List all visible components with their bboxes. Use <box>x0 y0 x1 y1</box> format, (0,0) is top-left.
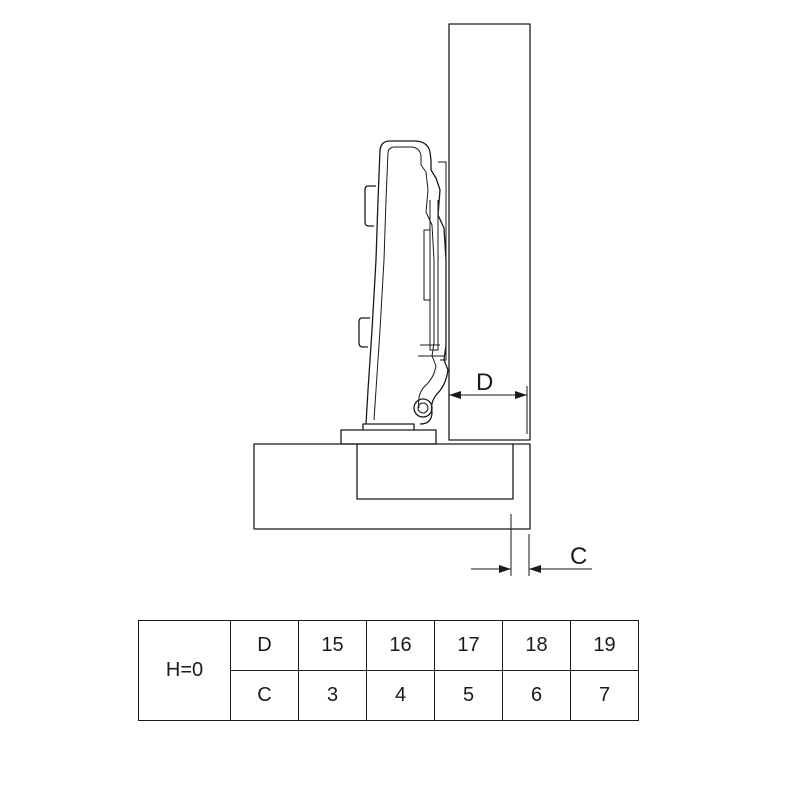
table-row-d: H=0 D 15 16 17 18 19 <box>138 620 639 721</box>
cabinet-panel <box>253 443 531 530</box>
table-cell: 4 <box>366 670 435 721</box>
pivot-pin-inner <box>417 402 429 414</box>
arm-tab-upper <box>364 185 376 227</box>
dimension-c-label: C <box>570 543 587 570</box>
condition-cell: H=0 <box>138 620 231 721</box>
table-cell: 19 <box>570 620 639 671</box>
dimension-table: H=0 D 15 16 17 18 19 C 3 4 5 6 7 <box>138 620 639 721</box>
table-cell: 16 <box>366 620 435 671</box>
hinge-arm-inner <box>373 146 437 421</box>
mounting-plate-step <box>362 423 415 430</box>
hinge-cross-section-drawing: D C <box>253 23 592 576</box>
mounting-plate <box>340 429 437 445</box>
dimension-c-arrow-right <box>529 565 541 573</box>
table-cell: 5 <box>434 670 503 721</box>
table-row-c: C 3 4 5 6 7 <box>139 670 639 721</box>
dimension-d-label: D <box>476 369 493 396</box>
pivot-pin <box>413 398 433 418</box>
link-plate-1 <box>423 229 431 301</box>
door-panel <box>448 23 531 441</box>
link-plate-2 <box>429 200 439 351</box>
table-cell: 6 <box>502 670 571 721</box>
table-cell: 7 <box>570 670 639 721</box>
dimension-d-arrow-right <box>515 391 527 399</box>
dimension-d-arrow-left <box>449 391 461 399</box>
table-cell: 18 <box>502 620 571 671</box>
table-cell: 17 <box>434 620 503 671</box>
table-cell: 15 <box>298 620 367 671</box>
hinge-cup-recess <box>356 444 514 500</box>
row-label-c: C <box>230 670 299 721</box>
hinge-arm <box>365 140 449 425</box>
dimension-c-arrow-left <box>499 565 511 573</box>
row-label-d: D <box>230 620 299 671</box>
arm-tab-lower <box>358 317 370 348</box>
link-plate-4 <box>418 344 444 357</box>
link-plate-3 <box>438 161 447 361</box>
table-cell: 3 <box>298 670 367 721</box>
